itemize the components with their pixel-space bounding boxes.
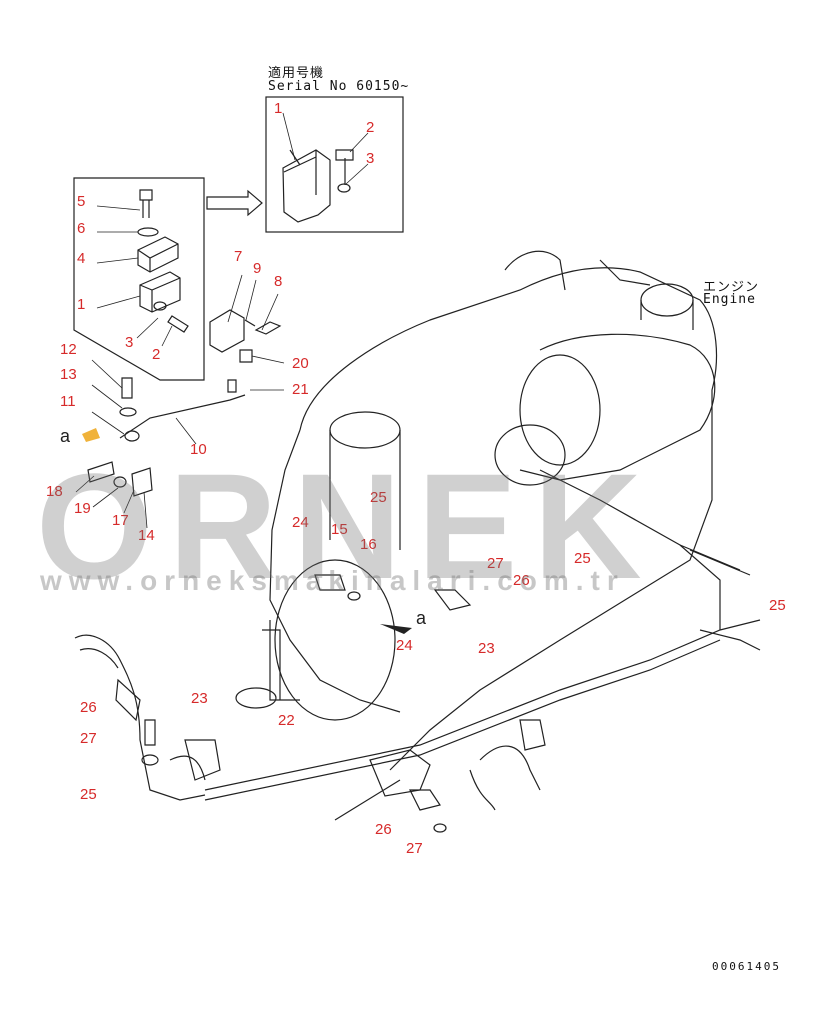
leader-lines [75,112,369,529]
callout-part-7[interactable]: 7 [234,248,243,265]
callout-part-27-left[interactable]: 27 [80,730,97,747]
callout-part-27-upper[interactable]: 27 [487,555,504,572]
detail-arrow-a2 [380,624,412,634]
engine-label-en: Engine [703,292,756,307]
callout-part-10[interactable]: 10 [190,441,207,458]
callout-part-5[interactable]: 5 [77,193,86,210]
callout-part-25-left[interactable]: 25 [80,786,97,803]
harness-22 [204,619,761,791]
callout-part-21[interactable]: 21 [292,381,309,398]
callout-part-11[interactable]: 11 [60,393,76,410]
callout-part-16[interactable]: 16 [360,536,377,553]
detail-marker-a1 [82,428,100,442]
detail-frame [73,177,205,381]
engine-outline [299,267,718,771]
callout-part-3[interactable]: 3 [125,334,134,351]
callout-part-9[interactable]: 9 [253,260,262,277]
inset-arrow [206,189,263,217]
callout-part-20[interactable]: 20 [292,355,309,372]
callout-part-25-mid[interactable]: 25 [574,550,591,567]
callout-part-24-lower[interactable]: 24 [396,637,413,654]
detail-letter-a-center: a [416,608,427,628]
callout-part-1-inset[interactable]: 1 [274,100,283,117]
detail-letter-a-left: a [60,426,71,446]
callout-part-24-upper[interactable]: 24 [292,514,309,531]
applicable-serial-label-jp: 適用号機 [268,66,325,81]
callout-part-27-lower[interactable]: 27 [406,840,423,857]
callout-part-26-lower[interactable]: 26 [375,821,392,838]
callout-part-13[interactable]: 13 [60,366,77,383]
callout-part-25-upper[interactable]: 25 [370,489,387,506]
drawing-number: 00061405 [712,960,781,973]
callout-part-25-right[interactable]: 25 [769,597,786,614]
callout-part-19[interactable]: 19 [74,500,91,517]
callout-part-23-left[interactable]: 23 [191,690,208,707]
callout-part-6[interactable]: 6 [77,220,86,237]
callout-part-26-left[interactable]: 26 [80,699,97,716]
callout-part-17[interactable]: 17 [112,512,129,529]
engine-label-jp: エンジン [703,280,760,295]
callout-part-4[interactable]: 4 [77,250,86,267]
callout-part-15[interactable]: 15 [331,521,348,538]
callout-part-18[interactable]: 18 [46,483,63,500]
callout-part-12[interactable]: 12 [60,341,77,358]
callout-part-23-center[interactable]: 23 [478,640,495,657]
callout-part-26-upper[interactable]: 26 [513,572,530,589]
inset-bracket [282,149,331,223]
callout-part-2-inset[interactable]: 2 [366,119,375,136]
serial-number-label: Serial No 60150~ [268,79,410,94]
callout-part-22[interactable]: 22 [278,712,295,729]
callout-part-8[interactable]: 8 [274,273,283,290]
callout-part-14[interactable]: 14 [138,527,155,544]
serial-inset-frame [265,96,404,233]
callout-part-3-inset[interactable]: 3 [366,150,375,167]
callout-part-2[interactable]: 2 [152,346,161,363]
callout-part-1[interactable]: 1 [77,296,86,313]
